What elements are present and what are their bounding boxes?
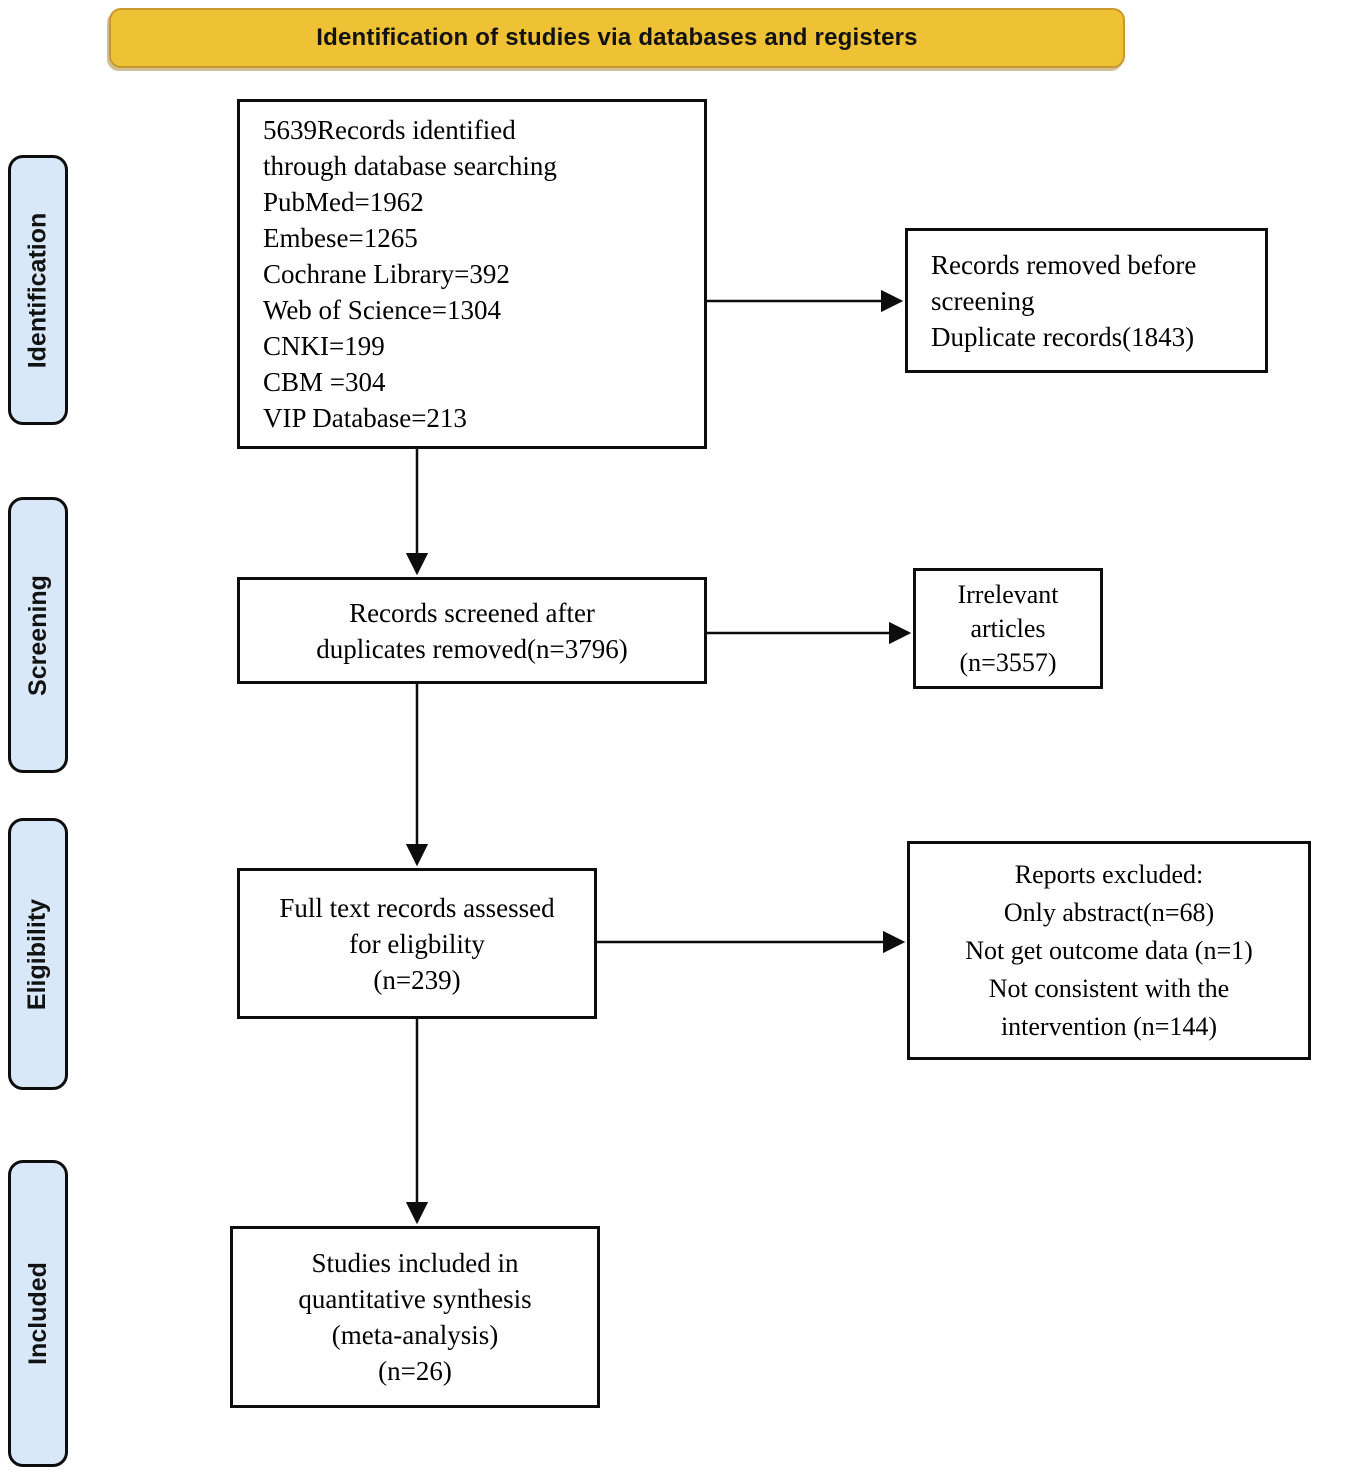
text-line: screening — [931, 285, 1035, 316]
text-line: (n=3557) — [959, 647, 1057, 677]
records-removed-box: Records removed before screening Duplica… — [905, 228, 1268, 373]
text-line: Only abstract(n=68) — [1003, 897, 1215, 927]
text-line: intervention (n=144) — [1000, 1011, 1218, 1041]
text-line: (n=26) — [378, 1356, 452, 1386]
text-line: Duplicate records(1843) — [931, 321, 1195, 352]
text-line: Reports excluded: — [1014, 859, 1204, 889]
stage-eligibility: Eligibility — [8, 818, 68, 1090]
fulltext-assessed-box: Full text records assessed for eligbilit… — [237, 868, 597, 1019]
diagram-title-banner: Identification of studies via databases … — [109, 8, 1125, 68]
text-line: quantitative synthesis — [298, 1284, 532, 1314]
stage-included: Included — [8, 1160, 68, 1467]
stage-screening: Screening — [8, 497, 68, 773]
text-line: CNKI=199 — [263, 331, 385, 361]
stage-screening-label: Screening — [23, 574, 52, 696]
text-line: (n=239) — [373, 964, 461, 995]
stage-included-label: Included — [23, 1262, 52, 1365]
text-line: (meta-analysis) — [331, 1320, 499, 1350]
text-line: Irrelevant — [957, 579, 1059, 609]
text-line: 5639Records identified — [263, 115, 516, 145]
text-line: Cochrane Library=392 — [263, 259, 510, 289]
text-line: Not get outcome data (n=1) — [965, 935, 1253, 965]
irrelevant-articles-box: Irrelevant articles (n=3557) — [913, 568, 1103, 689]
text-line: Studies included in — [311, 1248, 519, 1278]
studies-included-box: Studies included in quantitative synthes… — [230, 1226, 600, 1408]
text-line: Embese=1265 — [263, 223, 418, 253]
text-line: articles — [970, 613, 1046, 643]
text-line: Records removed before — [931, 249, 1197, 280]
text-line: duplicates removed(n=3796) — [316, 633, 628, 664]
text-line: Not consistent with the — [988, 973, 1230, 1003]
stage-identification: Identification — [8, 155, 68, 425]
diagram-title: Identification of studies via databases … — [316, 24, 918, 51]
records-identified-box: 5639Records identified through database … — [237, 99, 707, 449]
text-line: for eligbility — [349, 928, 485, 959]
text-line: Full text records assessed — [279, 892, 555, 923]
text-line: Web of Science=1304 — [263, 295, 501, 325]
text-line: PubMed=1962 — [263, 187, 424, 217]
text-line: through database searching — [263, 151, 557, 181]
text-line: VIP Database=213 — [263, 403, 467, 433]
text-line: CBM =304 — [263, 367, 386, 397]
stage-eligibility-label: Eligibility — [23, 898, 52, 1010]
stage-identification-label: Identification — [23, 212, 52, 368]
text-line: Records screened after — [349, 597, 595, 628]
reports-excluded-box: Reports excluded: Only abstract(n=68) No… — [907, 841, 1311, 1060]
records-screened-box: Records screened after duplicates remove… — [237, 577, 707, 684]
